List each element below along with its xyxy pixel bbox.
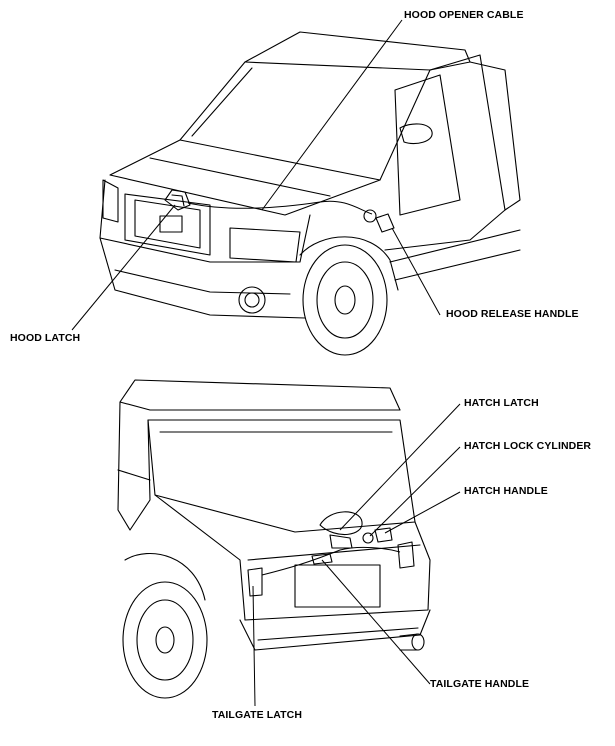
label-hood-opener-cable: HOOD OPENER CABLE [404,9,524,21]
tailgate-handle-leader [321,559,431,685]
hatch-latch-leader [339,403,461,531]
hood-release-handle-leader [391,227,441,316]
rear-vehicle-drawing [117,379,431,699]
hood-latch-leader [71,204,176,331]
label-tailgate-handle: TAILGATE HANDLE [430,678,530,690]
label-hatch-latch: HATCH LATCH [464,397,539,409]
hatch-handle-leader [384,491,461,534]
front-vehicle-drawing [99,31,521,356]
tailgate-latch-leader [252,585,256,707]
label-hatch-lock-cylinder: HATCH LOCK CYLINDER [464,440,592,452]
label-hatch-handle: HATCH HANDLE [464,485,548,497]
label-tailgate-latch: TAILGATE LATCH [212,709,303,721]
label-hood-latch: HOOD LATCH [10,332,81,344]
label-hood-release-handle: HOOD RELEASE HANDLE [446,308,579,320]
hatch-lock-cylinder-leader [369,446,461,537]
hood-opener-cable-leader [261,19,403,211]
